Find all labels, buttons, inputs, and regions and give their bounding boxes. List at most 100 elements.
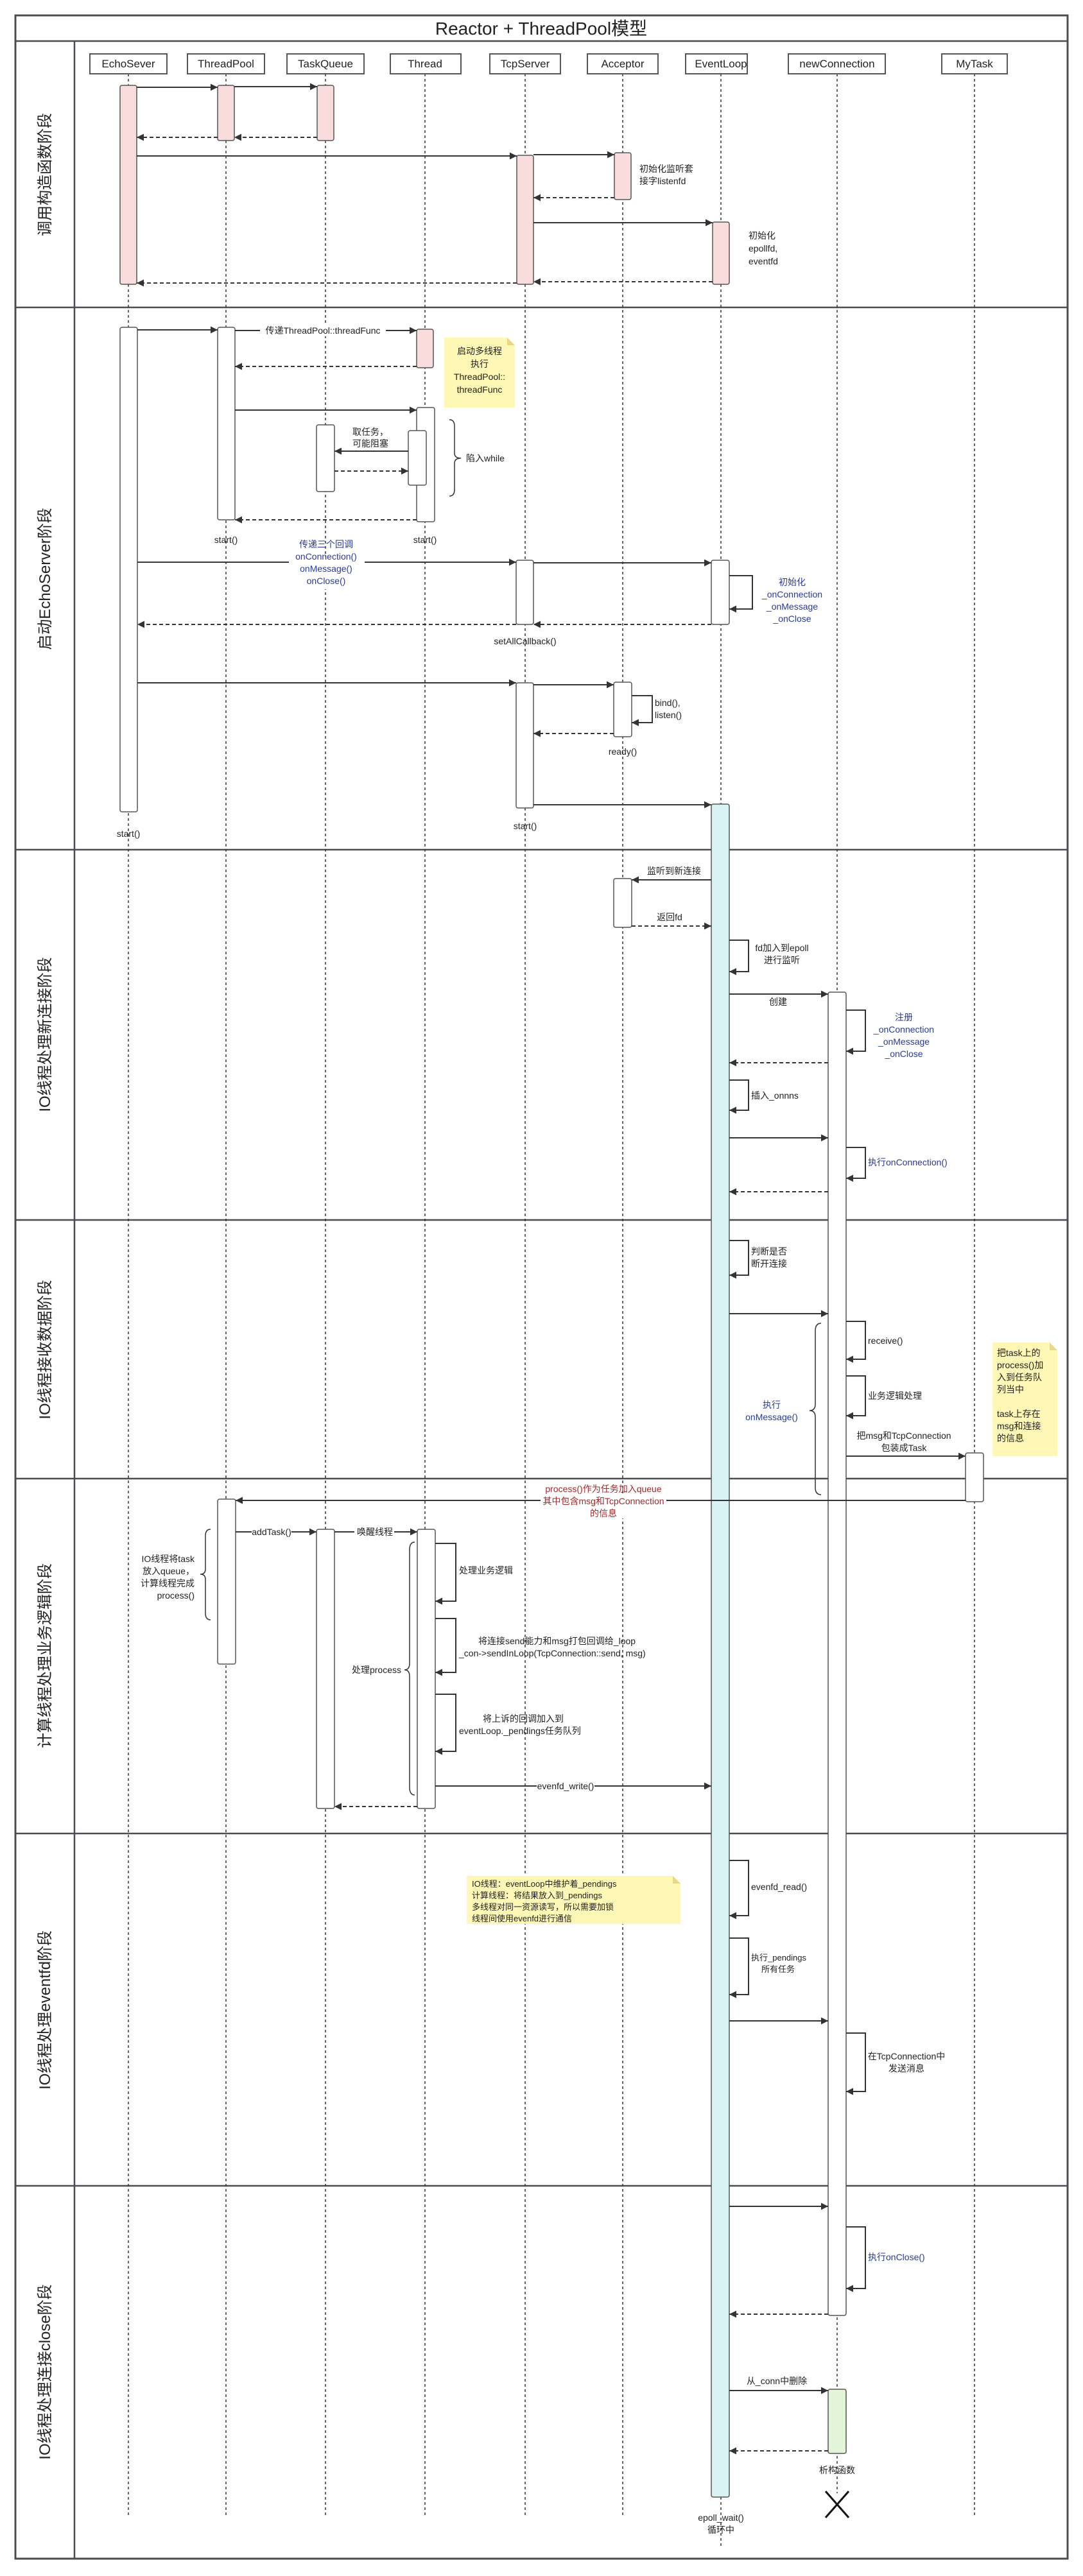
bind-listen-label: bind(),listen(): [655, 698, 682, 720]
participant-taskqueue: [286, 53, 365, 74]
label-line: ThreadPool::: [454, 372, 505, 382]
section-close: 执行onClose() 从_conn中删除 析构函数 epoll_wait()循…: [698, 2202, 925, 2535]
participant-newconnection: [788, 53, 886, 74]
activation-mytask: [965, 1452, 984, 1502]
threadpool-start-label: start(): [214, 535, 238, 545]
label-line: eventfd: [749, 256, 778, 266]
label-line: 包装成Task: [881, 1443, 928, 1453]
self-call-arrow: [846, 2226, 866, 2292]
self-call-arrow: [846, 1321, 866, 1363]
label-line: onConnection(): [295, 551, 357, 562]
init-callbacks-label: 初始化_onConnection_onMessage_onClose: [761, 577, 822, 624]
label-line: process()作为任务加入queue: [545, 1484, 661, 1494]
label-line: onMessage(): [300, 563, 352, 574]
participant-label: MyTask: [956, 58, 993, 70]
activation-echosever: [119, 85, 137, 285]
participant-label: ThreadPool: [198, 58, 254, 70]
label-line: threadFunc: [457, 384, 503, 395]
participant-label: TaskQueue: [298, 58, 353, 70]
diagram-frame: [14, 14, 1069, 2560]
echoserver-start-label: start(): [117, 829, 141, 839]
label-line: 放入queue，: [143, 1566, 195, 1576]
label-line: process()加: [997, 1360, 1043, 1370]
participant-eventloop: [685, 53, 748, 74]
activation-acceptor: [614, 152, 632, 200]
label-line: 判断是否: [751, 1246, 787, 1257]
label-line: 接字listenfd: [639, 176, 686, 186]
label-line: 多线程对同一资源读写，所以需要加锁: [472, 1902, 614, 1912]
label-line: _onMessage: [878, 1036, 930, 1047]
activation-tcpserver: [516, 682, 534, 809]
label-line: 断开连接: [751, 1258, 787, 1269]
self-call-arrow: [435, 1694, 456, 1755]
label-background: [289, 557, 365, 589]
activation-tcpserver: [516, 560, 534, 625]
self-call-arrow: [846, 1375, 866, 1420]
activation-threadpool: [217, 85, 235, 141]
label-line: 在TcpConnection中: [868, 2051, 946, 2061]
section-dividers: [15, 306, 1068, 2187]
label-line: epoll_wait(): [698, 2512, 744, 2523]
label-line: 注册: [895, 1012, 913, 1022]
label-line: IO线程：eventLoop中维护着_pendings: [472, 1879, 617, 1889]
self-call-arrow: [729, 1937, 749, 1998]
lane-label-new-connection: IO线程处理新连接阶段: [37, 957, 54, 1112]
io-thread-brace: [200, 1529, 211, 1620]
participant-label: TcpServer: [501, 58, 550, 70]
label-background: [354, 1527, 394, 1537]
self-call-arrow: [729, 1240, 749, 1279]
thread-start-label: start(): [413, 535, 437, 545]
label-line: fd加入到epoll: [755, 943, 808, 953]
label-line: bind(),: [655, 698, 680, 708]
label-line: 的信息: [590, 1508, 617, 1518]
take-task-label: 取任务，可能阻塞: [352, 427, 388, 449]
label-line: 所有任务: [761, 1964, 795, 1974]
register-callbacks-label: 注册_onConnection_onMessage_onClose: [873, 1012, 934, 1059]
activation-eventloop-loop: [711, 803, 730, 2498]
self-call-arrow: [846, 1009, 866, 1055]
label-background: [541, 1495, 666, 1518]
activation-threadpool: [217, 327, 236, 520]
participant-mytask: [941, 53, 1008, 74]
label-line: 启动多线程: [457, 346, 502, 356]
tcpserver-start-label: start(): [514, 821, 537, 831]
participant-echosever: [89, 53, 168, 74]
label-line: onMessage(): [745, 1412, 798, 1422]
self-call-arrow: [729, 1079, 749, 1114]
label-line: 入到任务队: [997, 1372, 1042, 1382]
label-line: 将连接send能力和msg打包回调给_loop: [478, 1636, 636, 1646]
destroy-x-icon: [824, 2491, 850, 2518]
label-line: 其中包含msg和TcpConnection: [542, 1496, 664, 1506]
label-line: 取任务，: [352, 427, 388, 437]
self-call-arrow: [729, 1860, 749, 1919]
section-eventfd: evenfd_read() IO线程：eventLoop中维护着_pending…: [467, 1860, 946, 2095]
activation-tcpserver: [516, 155, 534, 285]
self-call-arrow: [729, 940, 749, 975]
label-line: task上存在: [997, 1409, 1041, 1419]
remove-conn-label: 从_conn中删除: [747, 2376, 807, 2386]
label-line: _con->sendInLoop(TcpConnection::send, ms…: [458, 1648, 646, 1658]
self-call-arrow: [846, 2032, 866, 2095]
label-line: _onConnection: [873, 1024, 934, 1035]
label-line: 发送消息: [888, 2063, 924, 2074]
label-background: [537, 1781, 594, 1791]
activation-thread: [417, 1529, 436, 1809]
label-line: 将上诉的回调加入到: [483, 1713, 564, 1724]
lane-label-close: IO线程处理连接close阶段: [37, 2284, 54, 2459]
receive-label: receive(): [868, 1335, 903, 1346]
while-label: 陷入while: [466, 453, 505, 463]
return-fd-label: 返回fd: [657, 912, 682, 922]
label-line: _onMessage: [766, 601, 818, 612]
